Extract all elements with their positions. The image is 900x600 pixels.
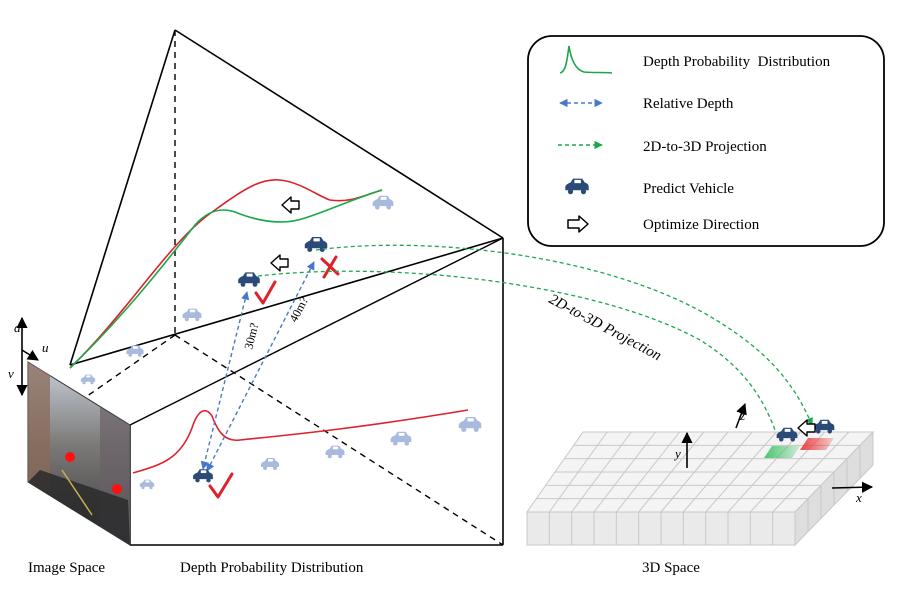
legend-box [527,35,885,247]
faded-vehicle-icon [139,479,155,490]
caption-depth-distribution: Depth Probability Distribution [180,560,364,576]
space-3d-axes [681,402,874,493]
green-distribution-curve-icon [559,45,613,74]
legend-label-projection: 2D-to-3D Projection [643,139,767,155]
projection-annotation: 2D-to-3D Projection [546,291,664,364]
frustum [69,29,504,546]
red-depth-curve-top [69,178,383,369]
axis-label-z: z [739,408,745,423]
relative-depth-label-30: 30m? [241,321,261,350]
legend: Depth Probability Distribution Relative … [527,35,885,247]
optimize-direction-icon [797,419,816,437]
correct-check-icon [208,472,234,499]
faded-vehicle-icon [261,458,279,470]
image-detection-dot [65,452,75,462]
projection-patch-red [800,438,834,450]
frustum-top-far-edge [174,29,504,239]
optimize-direction-icon [270,254,289,272]
hollow-arrow-icon [567,215,589,233]
frustum-hidden-left [69,334,176,409]
relative-depth-label-40: 40m? [286,294,311,324]
green-depth-curve [69,189,383,369]
legend-label-predict-vehicle: Predict Vehicle [643,181,734,197]
axis-label-v: v [8,366,14,381]
frustum-top-edge [69,29,176,366]
faded-vehicle-icon [325,445,345,459]
axis-label-y: y [673,446,681,461]
faded-vehicles [80,195,482,490]
faded-vehicle-icon [182,308,202,322]
projection-curve-lower [257,270,782,446]
faded-vehicle-icon [458,417,482,432]
projection-patch-green [764,446,800,458]
caption-image-space: Image Space [28,560,105,576]
legend-label-distribution: Depth Probability Distribution [643,54,831,70]
axis-label-x: x [855,490,862,505]
image-space-panel [27,361,131,546]
space-3d-grid [526,430,875,547]
predicted-vehicle-icon [238,272,260,287]
wrong-cross-icon [320,255,340,279]
axis-label-d: d [14,320,21,335]
axis-label-u: u [42,340,49,355]
predicted-vehicle-icon [193,469,213,483]
caption-3d-space: 3D Space [642,560,700,576]
faded-vehicle-icon [390,431,412,446]
image-detection-dot [112,484,122,494]
optimize-direction-icon [281,196,300,214]
red-depth-curve-bottom [132,409,469,474]
correct-check-icon [254,280,277,305]
legend-label-relative-depth: Relative Depth [643,96,734,112]
frustum-hidden-right [174,334,504,546]
projection-curve-upper [315,244,813,426]
legend-label-optimize-direction: Optimize Direction [643,217,760,233]
faded-vehicle-icon [80,374,96,385]
faded-vehicle-icon [372,195,394,210]
relative-depth-arrow-30 [200,291,250,470]
image-axes [16,316,39,397]
frustum-mid-edge [129,237,504,426]
